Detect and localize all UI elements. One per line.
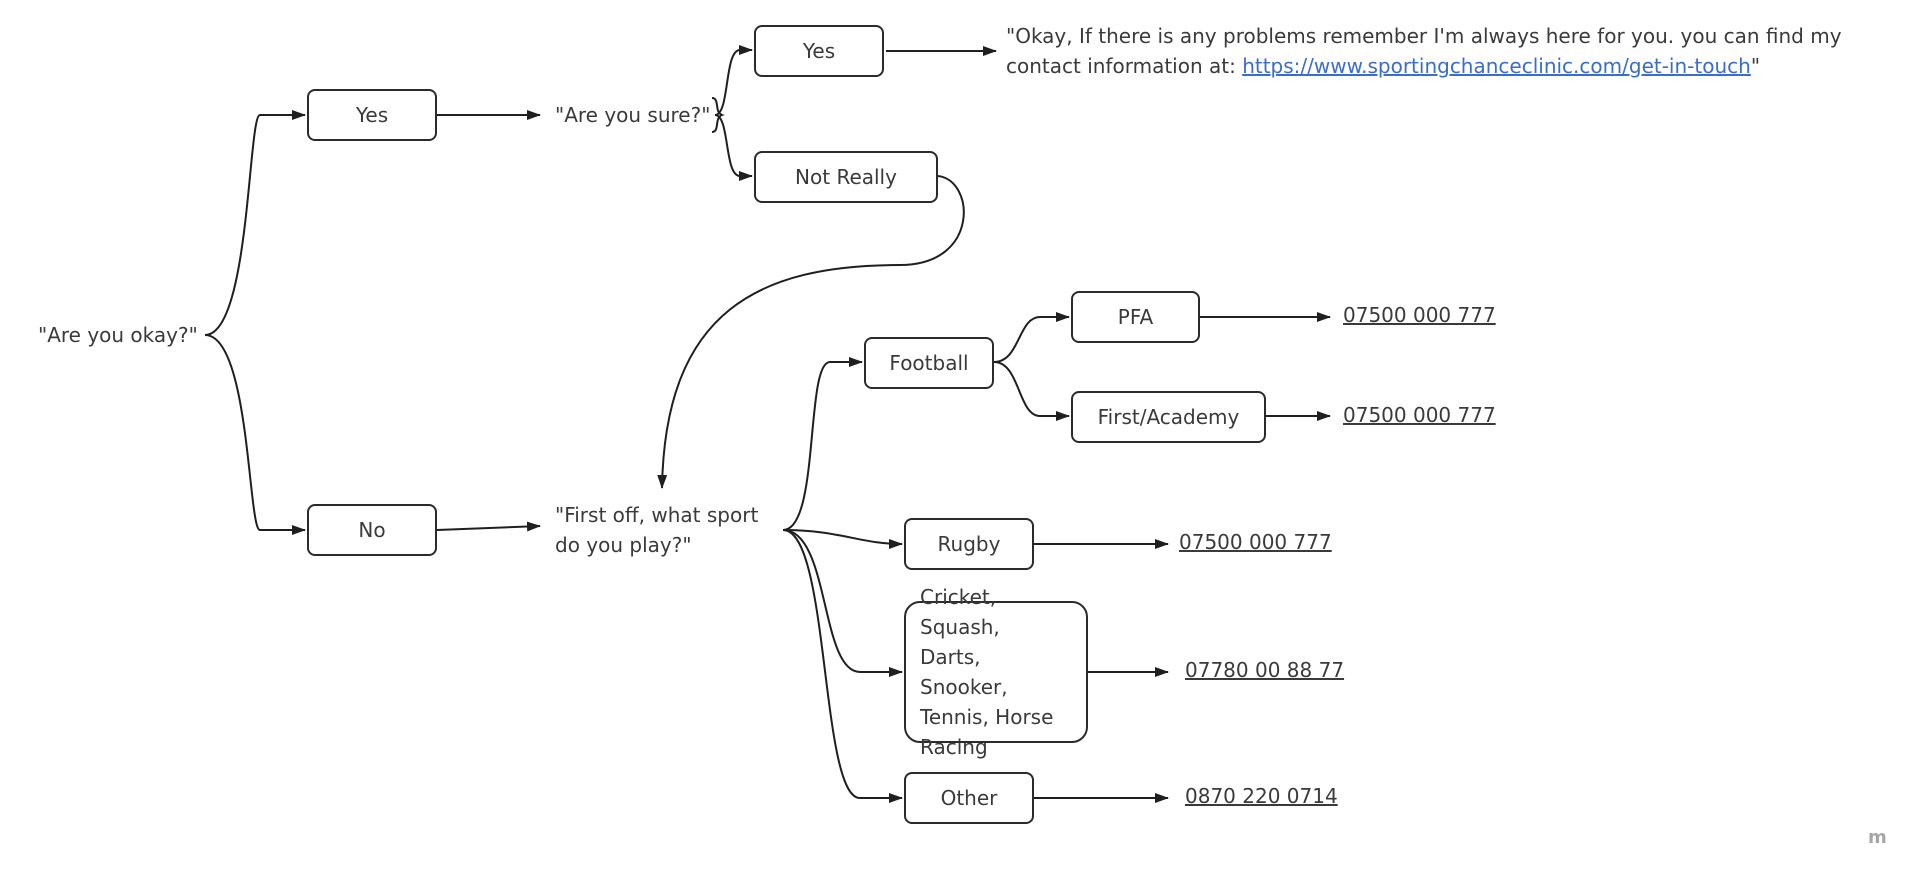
question-are-you-sure: "Are you sure?" [555, 103, 711, 127]
node-cricket-squash-darts-snooker-tennis-horse-racing[interactable]: Cricket, Squash, Darts, Snooker, Tennis,… [904, 585, 1088, 759]
node-no[interactable]: No [307, 504, 437, 556]
node-first-academy[interactable]: First/Academy [1071, 391, 1266, 443]
phone-other[interactable]: 0870 220 0714 [1185, 784, 1338, 808]
question-what-sport-line1: "First off, what sport [555, 503, 759, 527]
node-multi-sport-text: Cricket, Squash, Darts, Snooker, Tennis,… [920, 582, 1072, 762]
contact-link[interactable]: https://www.sportingchanceclinic.com/get… [1242, 54, 1751, 78]
node-not-really[interactable]: Not Really [754, 151, 938, 203]
node-other-label: Other [940, 786, 998, 810]
edge-firstoff-football [782, 357, 863, 531]
node-rugby-label: Rugby [937, 532, 1001, 556]
node-sure-yes[interactable]: Yes [754, 25, 884, 77]
edge-football-academy [993, 361, 1070, 421]
edge-firstoff-other [782, 529, 903, 803]
node-pfa-label: PFA [1117, 305, 1154, 329]
support-message-text: "Okay, If there is any problems remember… [1006, 24, 1842, 78]
node-not-really-label: Not Really [795, 165, 897, 189]
edge-sure-notreally [714, 114, 753, 181]
support-message-close: " [1750, 54, 1761, 78]
node-multi-line-1: Cricket, Squash, [920, 585, 1000, 639]
question-are-you-okay: "Are you okay?" [38, 323, 198, 347]
phone-pfa[interactable]: 07500 000 777 [1343, 303, 1496, 327]
edge-football-pfa [993, 312, 1070, 363]
watermark-logo: m [1868, 827, 1887, 848]
node-pfa[interactable]: PFA [1071, 291, 1200, 343]
edge-firstoff-multi [782, 529, 903, 677]
node-football[interactable]: Football [864, 337, 994, 389]
edge-firstoff-rugby [782, 529, 903, 549]
brace [711, 97, 725, 133]
edge-no-firstoff [436, 521, 541, 532]
node-multi-line-3: Tennis, Horse [920, 705, 1054, 729]
phone-multi-sport[interactable]: 07780 00 88 77 [1185, 658, 1345, 682]
phone-rugby[interactable]: 07500 000 777 [1179, 530, 1332, 554]
edge-sure-yes [714, 45, 753, 116]
node-yes-label: Yes [355, 103, 389, 127]
node-other[interactable]: Other [904, 772, 1034, 824]
node-football-label: Football [889, 351, 969, 375]
node-multi-line-4: Racing [920, 735, 988, 759]
node-multi-line-2: Darts, Snooker, [920, 645, 1008, 699]
question-what-sport-line2: do you play?" [555, 533, 692, 557]
edge-okay-yes [204, 110, 306, 336]
node-rugby[interactable]: Rugby [904, 518, 1034, 570]
support-message: "Okay, If there is any problems remember… [1006, 21, 1896, 81]
phone-first-academy[interactable]: 07500 000 777 [1343, 403, 1496, 427]
edge-okay-no [204, 334, 306, 535]
node-no-label: No [358, 518, 386, 542]
node-yes[interactable]: Yes [307, 89, 437, 141]
node-sure-yes-label: Yes [802, 39, 836, 63]
question-what-sport: "First off, what sport do you play?" [555, 500, 758, 560]
edge-notreally-firstoff [657, 175, 965, 489]
node-first-academy-label: First/Academy [1097, 405, 1240, 429]
